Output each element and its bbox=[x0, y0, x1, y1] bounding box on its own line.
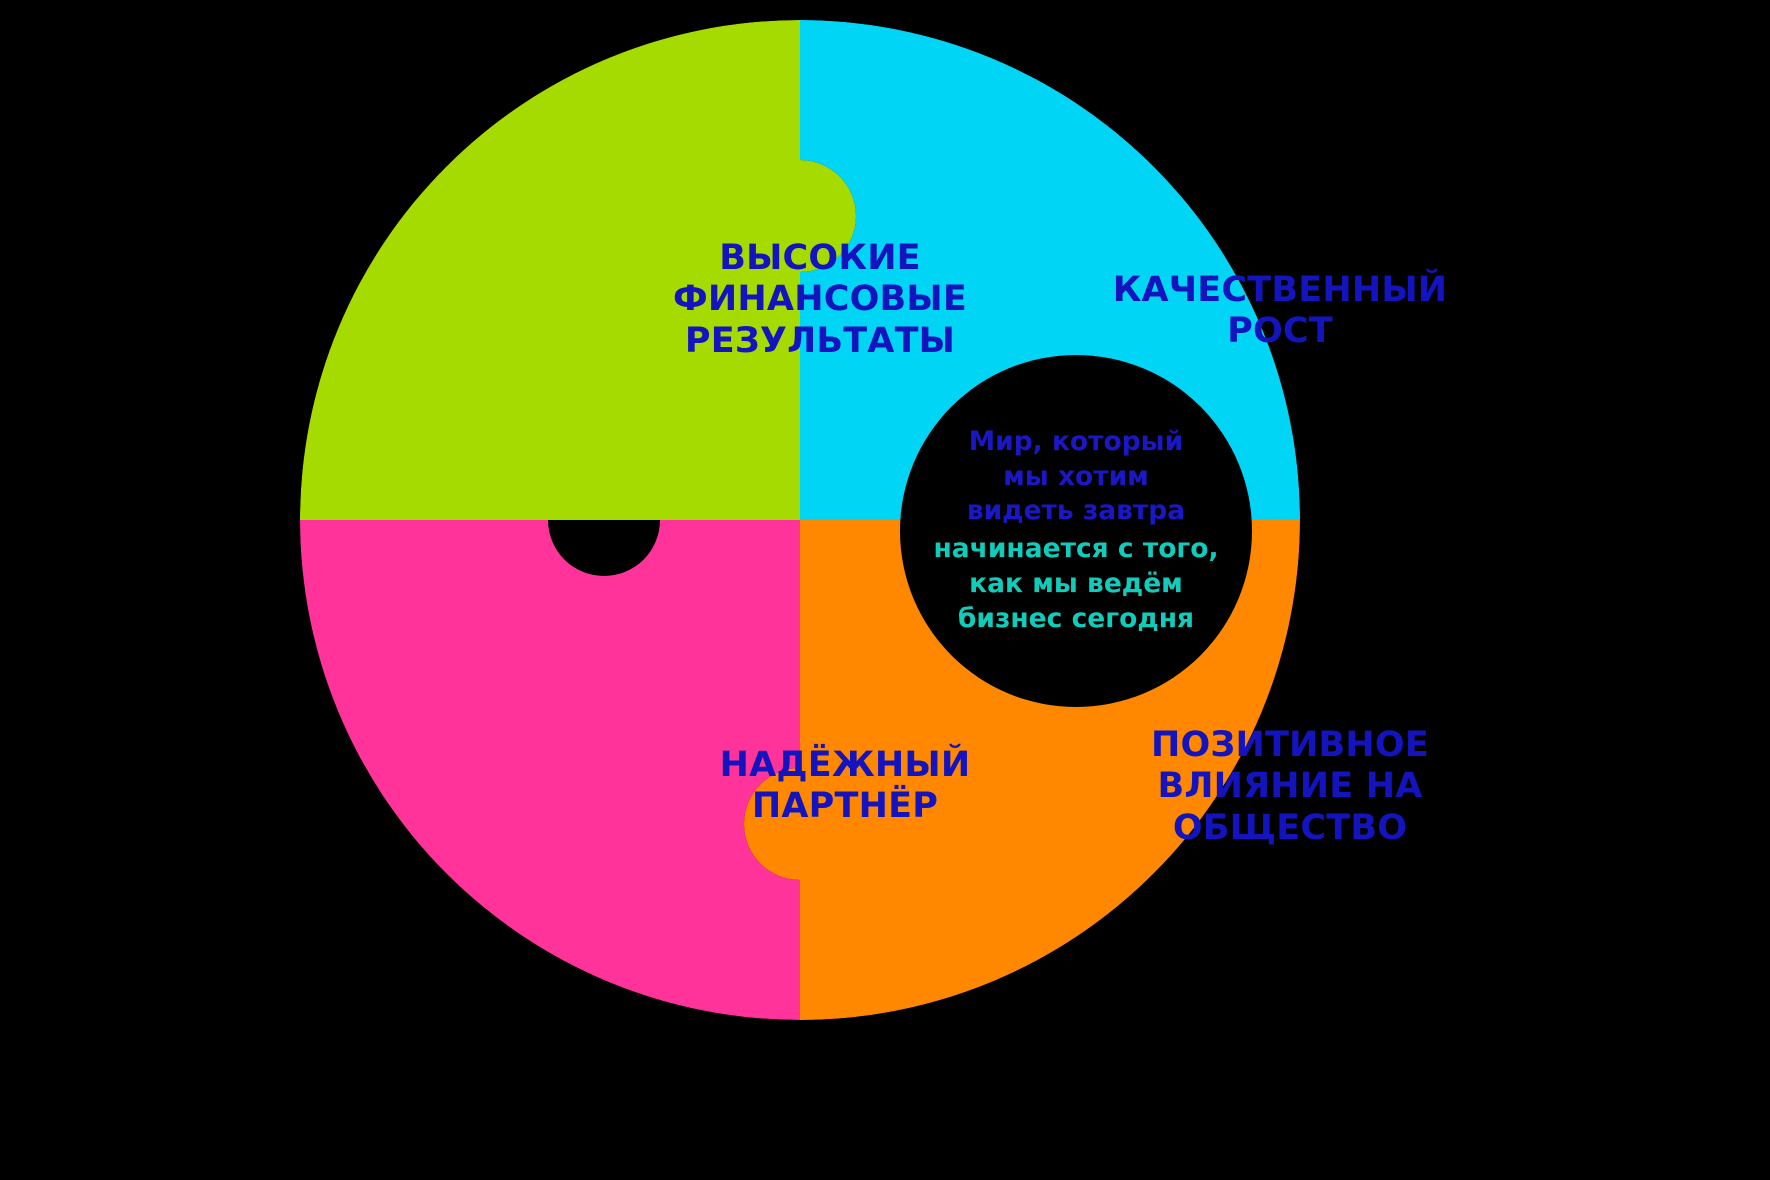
center-hub: Мир, который мы хотим видеть завтра начи… bbox=[900, 355, 1252, 707]
hub-headline-bottom: начинается с того, как мы ведём бизнес с… bbox=[933, 532, 1219, 634]
hub-headline-top: Мир, который мы хотим видеть завтра bbox=[966, 426, 1186, 527]
segment-bottom-left-shape[interactable] bbox=[300, 520, 800, 1020]
puzzle-ring-diagram: ВЫСОКИЕ ФИНАНСОВЫЕ РЕЗУЛЬТАТЫ КАЧЕСТВЕНН… bbox=[300, 20, 1447, 1020]
segment-top-left-shape[interactable] bbox=[300, 20, 856, 520]
